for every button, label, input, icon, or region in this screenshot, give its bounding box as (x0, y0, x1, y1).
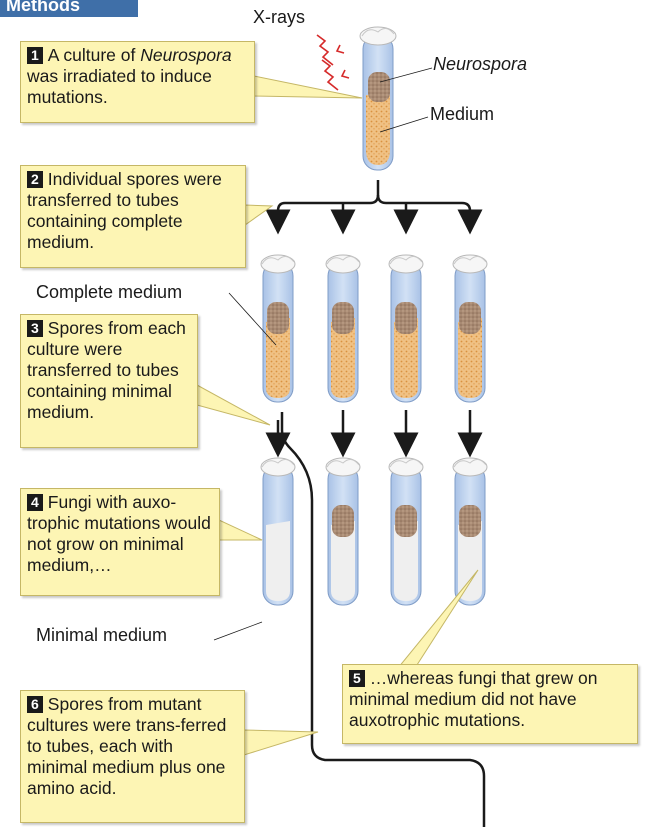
xray-arrows (316, 34, 350, 91)
step-4-number: 4 (27, 494, 43, 511)
step-1-text-a: A culture of (47, 45, 141, 65)
step-2-text: Individual spores were transferred to tu… (27, 169, 222, 252)
distribution-arrows (265, 180, 483, 235)
complete-medium-tube-2 (325, 254, 361, 403)
step-4-text: Fungi with auxo-trophic mutations would … (27, 492, 211, 575)
step-3-text: Spores from each culture were transferre… (27, 318, 186, 422)
step-1-text-organism: Neurospora (140, 45, 232, 65)
callout-1-pointer (253, 75, 363, 99)
step-2-number: 2 (27, 171, 43, 188)
complete-medium-label: Complete medium (36, 282, 183, 302)
callout-6-pointer (243, 729, 319, 756)
medium-leader (379, 116, 429, 133)
complete-medium-tube-1 (260, 254, 296, 403)
transfer-arrows (265, 410, 483, 458)
medium-label: Medium (430, 104, 495, 124)
neurospora-leader (379, 67, 433, 83)
step-1-text-b: was irradiated to induce mutations. (27, 66, 212, 107)
step-5-number: 5 (349, 670, 365, 687)
neurospora-label: Neurospora (433, 54, 528, 74)
step-3-number: 3 (27, 320, 43, 337)
callout-4-pointer (218, 519, 263, 541)
minimal-medium-label: Minimal medium (36, 625, 168, 645)
callout-2-pointer (244, 204, 274, 226)
minimal-medium-tubes (260, 457, 488, 606)
original-culture-tube (359, 26, 397, 171)
complete-medium-tubes (260, 254, 488, 403)
step-6-text: Spores from mutant cultures were trans-f… (27, 694, 227, 798)
step-6-number: 6 (27, 696, 43, 713)
xrays-label: X-rays (253, 7, 306, 27)
complete-medium-tube-4 (452, 254, 488, 403)
callout-3-pointer (196, 384, 271, 426)
step-5-text: …whereas fungi that grew on minimal medi… (349, 668, 598, 730)
methods-header-label: Methods (6, 0, 80, 15)
minimal-medium-tube-1 (260, 457, 296, 606)
minimal-medium-tube-2 (325, 457, 361, 606)
minimal-medium-tube-3 (388, 457, 424, 606)
step-1-number: 1 (27, 47, 43, 64)
complete-medium-leader (228, 292, 277, 346)
mutant-transfer-path (280, 412, 486, 827)
step-5-callout: 5…whereas fungi that grew on minimal med… (342, 664, 638, 744)
methods-header: Methods (0, 0, 138, 17)
minimal-medium-leader (213, 621, 263, 641)
complete-medium-tube-3 (388, 254, 424, 403)
